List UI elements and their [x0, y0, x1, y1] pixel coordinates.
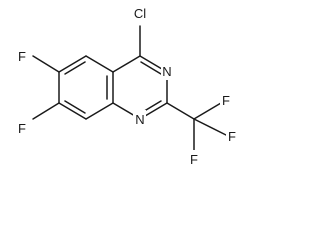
atom-cf3-f-bottom: F — [188, 150, 201, 168]
bond-c6-f — [32, 55, 60, 73]
atom-cf3-f-right-label: F — [228, 129, 236, 144]
bond-c5-c6 — [58, 55, 87, 73]
atom-cf3-f-top-label: F — [222, 93, 230, 108]
bond-c7-c8-double — [64, 100, 86, 114]
bond-c4a-c5 — [85, 55, 114, 73]
atom-f7: F — [16, 119, 29, 137]
atom-n1: N — [133, 110, 146, 128]
atom-n1-label: N — [135, 112, 144, 127]
quinazoline-structure-diagram: Cl N N F F F F F — [16, 5, 239, 168]
atom-f7-label: F — [18, 121, 26, 136]
atom-cf3-f-bottom-label: F — [190, 152, 198, 167]
atom-f6: F — [16, 47, 29, 65]
bond-cf3-f-right — [193, 118, 227, 136]
bond-c4a-c4 — [112, 55, 141, 73]
atom-labels: Cl N N F F F F F — [16, 5, 239, 168]
bonds — [32, 25, 227, 151]
atom-n3-label: N — [162, 64, 171, 79]
bond-c4-n3-double — [140, 61, 162, 75]
bond-c2-cf3 — [166, 102, 195, 120]
bond-c5-c6-double — [64, 61, 86, 75]
bond-c7-c8 — [58, 102, 87, 120]
atom-n3: N — [161, 62, 174, 80]
atom-cl: Cl — [129, 5, 151, 23]
bond-c8-c8a — [85, 102, 114, 120]
atom-cf3-f-right: F — [226, 127, 239, 145]
atom-f6-label: F — [18, 49, 26, 64]
bond-c7-f — [32, 102, 60, 120]
bond-cf3-f-top — [193, 102, 222, 120]
atom-cl-label: Cl — [134, 6, 146, 21]
atom-cf3-f-top: F — [220, 91, 233, 109]
